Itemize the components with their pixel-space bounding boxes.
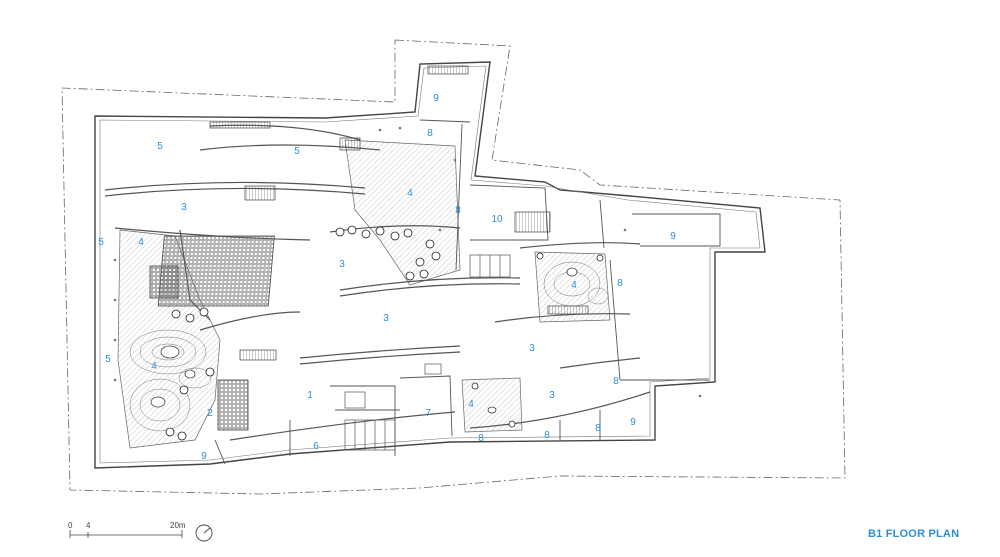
garden-contours (129, 261, 609, 432)
garden-zone-bottom (461, 377, 523, 433)
room-label: 10 (491, 214, 503, 225)
room-label: 8 (427, 128, 433, 139)
scale-tick-4: 4 (86, 521, 91, 530)
room-label: 5 (98, 237, 104, 248)
north-arrow-icon (195, 524, 213, 542)
room-label: 8 (595, 423, 601, 434)
room-label: 8 (478, 433, 484, 444)
room-label: 9 (201, 451, 207, 462)
scale-bar: 0 4 20m (68, 521, 186, 538)
room-label: 4 (571, 280, 577, 291)
small-hall-seating (217, 379, 249, 431)
stairs (209, 65, 589, 361)
structural-columns (113, 126, 702, 398)
garden-zone-right (534, 251, 611, 323)
room-label: 3 (181, 202, 187, 213)
room-label: 8 (613, 376, 619, 387)
room-label: 5 (294, 146, 300, 157)
room-label: 3 (529, 343, 535, 354)
room-label: 1 (307, 390, 313, 401)
room-label: 2 (207, 408, 213, 419)
room-label: 9 (670, 231, 676, 242)
room-label: 7 (425, 408, 431, 419)
tree-clusters (165, 225, 604, 441)
room-label: 5 (157, 141, 163, 152)
garden-rocks (150, 267, 578, 414)
room-label: 4 (138, 237, 144, 248)
room-label: 5 (105, 354, 111, 365)
room-labels: 9 5 5 8 4 3 8 10 9 5 4 3 4 8 3 5 3 4 8 1… (98, 93, 676, 462)
building-outline (94, 61, 766, 469)
scale-tick-20m: 20m (170, 521, 186, 530)
room-label: 4 (468, 399, 474, 410)
room-label: 4 (151, 361, 157, 372)
room-label: 8 (544, 430, 550, 441)
room-label: 3 (383, 313, 389, 324)
plan-title: B1 FLOOR PLAN (868, 528, 960, 540)
room-label: 8 (617, 278, 623, 289)
service-core (344, 254, 511, 451)
room-label: 6 (313, 441, 319, 452)
room-label: 9 (433, 93, 439, 104)
room-label: 8 (455, 205, 461, 216)
room-label: 3 (549, 390, 555, 401)
room-label: 4 (407, 188, 413, 199)
garden-zone-top (344, 139, 461, 286)
room-label: 3 (339, 259, 345, 270)
scale-tick-0: 0 (68, 521, 73, 530)
site-boundary (61, 39, 846, 495)
seating-left (149, 265, 179, 299)
room-label: 9 (630, 417, 636, 428)
